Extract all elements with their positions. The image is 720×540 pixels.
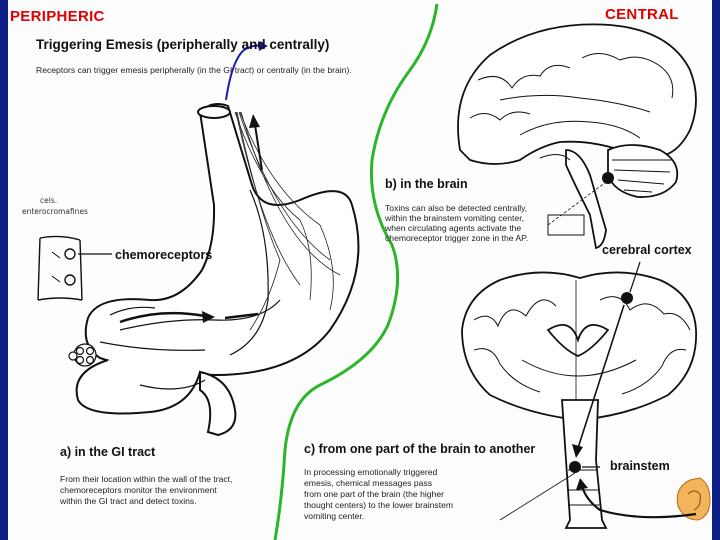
annotation-arrow — [225, 41, 268, 101]
stomach-illustration — [75, 103, 360, 437]
panel-c-text-5: vomiting center. — [304, 511, 365, 521]
right-frame-bar — [712, 0, 720, 540]
cerebral-cortex-label: cerebral cortex — [602, 243, 692, 257]
peripheric-label: PERIPHERIC — [10, 8, 105, 25]
brainstem-dot — [569, 461, 581, 473]
divider-line — [273, 3, 439, 540]
panel-a-heading: a) in the GI tract — [60, 445, 156, 459]
cortex-leader — [629, 261, 641, 293]
vomiting-center-dot — [602, 172, 614, 184]
figure-title: Triggering Emesis (peripherally and cent… — [36, 37, 330, 52]
ear-to-brainstem-arrow — [576, 478, 697, 519]
chemoreceptors-label: chemoreceptors — [115, 248, 213, 262]
panel-c-text-4: thought centers) to the lower brainstem — [304, 500, 454, 510]
vagal-nerve-fibers — [234, 111, 341, 331]
central-label: CENTRAL — [605, 6, 679, 23]
panel-c-heading: c) from one part of the brain to another — [304, 442, 536, 456]
panel-b-text-4: chemoreceptor trigger zone in the AP. — [385, 233, 529, 243]
figure-subtitle: Receptors can trigger emesis peripherall… — [36, 65, 352, 75]
panel-b-text-2: within the brainstem vomiting center, — [385, 213, 524, 223]
panel-c-leader — [499, 472, 576, 521]
panel-b-text-3: when circulating agents activate the — [385, 223, 522, 233]
cell-pointer-dot — [68, 351, 78, 361]
brainstem-label: brainstem — [610, 459, 670, 473]
panel-b-heading: b) in the brain — [385, 177, 468, 191]
sagittal-gyri — [469, 53, 674, 193]
enterochromaffin-cells — [73, 343, 97, 367]
stomach-inner-lines — [99, 189, 281, 390]
panel-c-text-3: from one part of the brain (the higher — [304, 489, 444, 499]
gi-flow-arrows — [119, 114, 263, 324]
cells-label-line-1: cels. — [40, 196, 58, 205]
left-frame-bar — [0, 0, 8, 540]
panel-c-text-1: In processing emotionally triggered — [304, 467, 438, 477]
ctz-leader-line — [547, 181, 607, 226]
chemoreceptor-inset — [37, 235, 112, 301]
cortex-dot — [621, 292, 633, 304]
panel-c-text-2: emesis, chemical messages pass — [304, 478, 432, 488]
cells-label-line-2: enterocromafines — [22, 207, 88, 216]
panel-b-text-1: Toxins can also be detected centrally, — [385, 203, 528, 213]
panel-a-text-2: chemoreceptors monitor the environment — [60, 485, 217, 495]
ear-icon — [676, 477, 711, 521]
panel-a-text-3: within the GI tract and detect toxins. — [60, 496, 197, 506]
panel-a-text-1: From their location within the wall of t… — [60, 474, 233, 484]
coronal-gyri — [473, 280, 691, 506]
ctz-zoom-box — [547, 214, 585, 236]
cortex-to-brainstem-arrow — [572, 304, 625, 458]
